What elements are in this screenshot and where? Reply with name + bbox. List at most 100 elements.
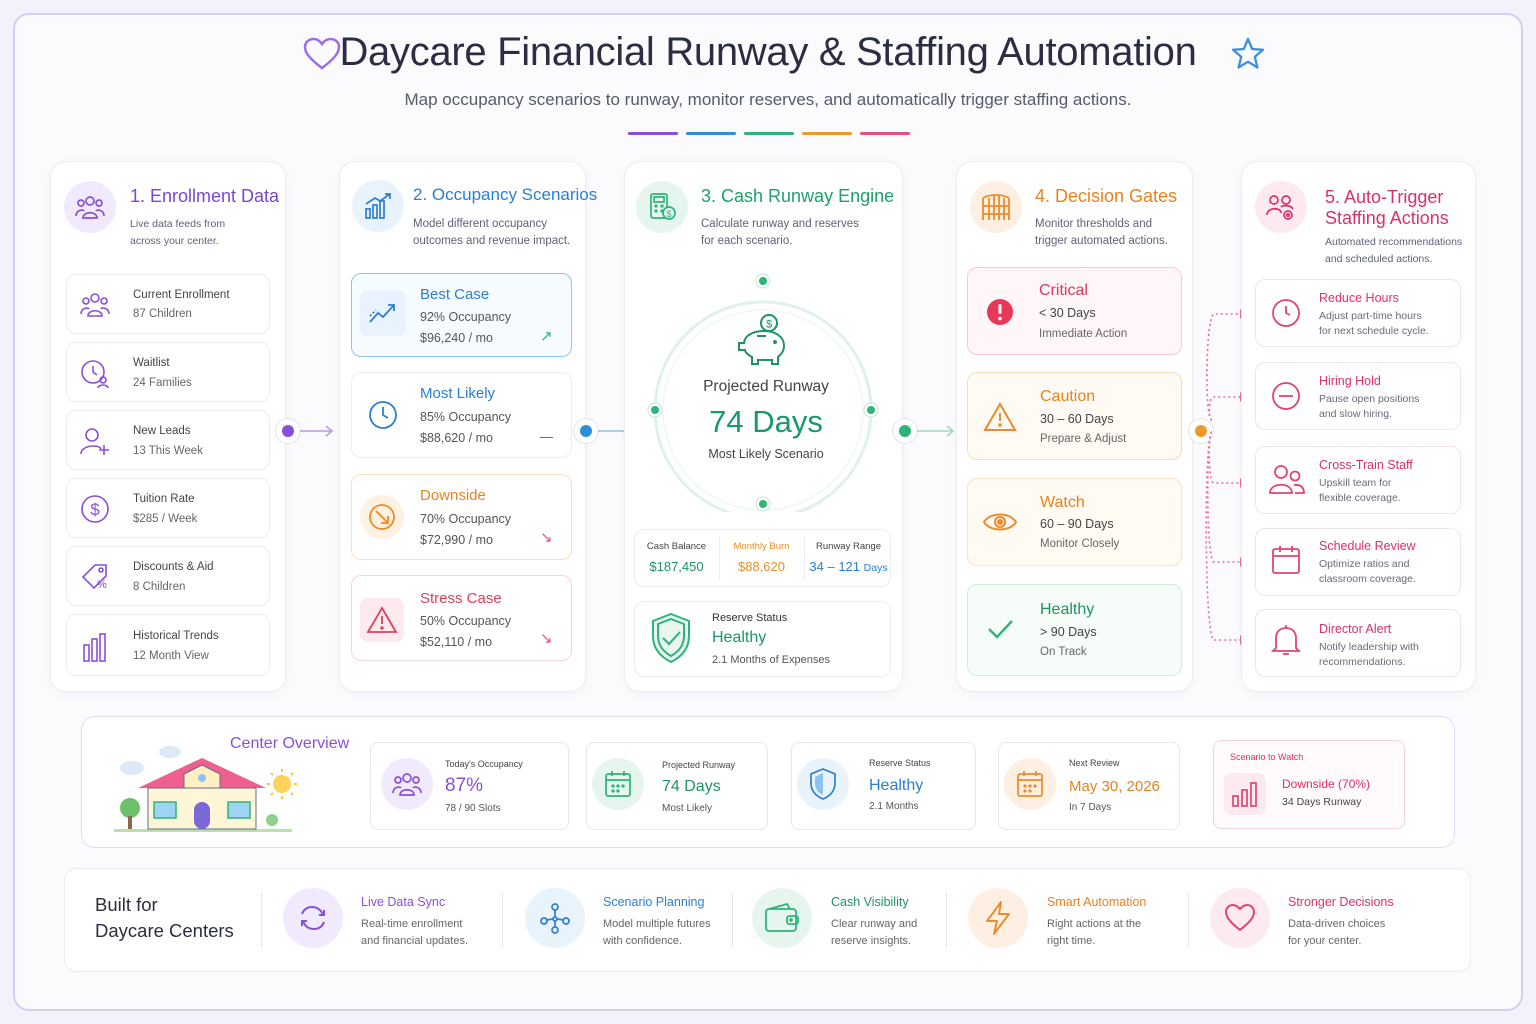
shield-check-icon — [648, 611, 694, 665]
footer-divider — [502, 893, 503, 947]
overview-title: Center Overview — [230, 735, 350, 752]
svg-text:%: % — [97, 579, 107, 591]
gates-title: 4. Decision Gates — [1035, 186, 1178, 206]
feature-desc-2: with confidence. — [603, 935, 682, 947]
dollar-icon: $ — [78, 492, 112, 526]
feature-desc-1: Model multiple futures — [603, 918, 711, 930]
scenario-card-likely[interactable] — [351, 372, 572, 458]
children-icon — [78, 290, 112, 320]
action-card[interactable] — [1255, 446, 1461, 514]
enrollment-item-name: Current Enrollment — [133, 289, 230, 301]
enrollment-item-value: 13 This Week — [133, 445, 203, 457]
feature-name: Stronger Decisions — [1288, 895, 1394, 909]
trend-down-icon — [360, 495, 404, 539]
calendar-icon — [592, 758, 644, 810]
bell-icon — [1268, 622, 1304, 658]
feature-desc-1: Real-time enrollment — [361, 918, 463, 930]
action-desc-1: Notify leadership with — [1319, 641, 1419, 653]
page-subtitle: Map occupancy scenarios to runway, monit… — [404, 90, 1132, 109]
stat-divider — [719, 536, 720, 580]
action-name: Director Alert — [1319, 622, 1392, 636]
enrollment-item[interactable] — [66, 546, 270, 606]
feature-name: Scenario Planning — [603, 895, 705, 909]
gate-action: On Track — [1040, 646, 1087, 658]
svg-text:$: $ — [666, 209, 671, 219]
gate-range: 60 – 90 Days — [1040, 517, 1114, 531]
enrollment-item-value: 12 Month View — [133, 650, 209, 662]
projected-runway-label: Projected Runway — [703, 378, 829, 395]
gate-action: Prepare & Adjust — [1040, 433, 1127, 445]
runway-range-unit: Days — [863, 562, 888, 574]
children-icon — [381, 758, 433, 810]
page-title: Daycare Financial Runway & Staffing Auto… — [339, 30, 1197, 74]
discount-tag-icon: % — [78, 560, 112, 594]
trend-arrow: ↘ — [540, 529, 553, 546]
gate-name: Critical — [1039, 282, 1088, 299]
overview-sub: In 7 Days — [1069, 802, 1112, 813]
action-name: Hiring Hold — [1319, 374, 1381, 388]
connector-node — [276, 419, 300, 443]
enrollment-item-name: Historical Trends — [133, 630, 219, 642]
runway-range-number: 34 – 121 — [809, 559, 861, 574]
enrollment-item-name: Waitlist — [133, 357, 170, 369]
add-user-icon — [78, 424, 112, 458]
enrollment-title: 1. Enrollment Data — [130, 186, 280, 206]
scenario-occupancy: 92% Occupancy — [420, 310, 512, 324]
scenario-occupancy: 85% Occupancy — [420, 410, 512, 424]
cash-balance-value: $187,450 — [649, 559, 704, 574]
trend-arrow: ↘ — [540, 630, 553, 647]
scenario-revenue: $52,110 / mo — [420, 635, 493, 649]
reserve-status-sub: 2.1 Months of Expenses — [712, 654, 831, 666]
gate-name: Caution — [1040, 388, 1096, 405]
cash-balance-label: Cash Balance — [646, 541, 707, 552]
feature-desc-1: Clear runway and — [831, 918, 918, 930]
action-card[interactable] — [1255, 609, 1461, 677]
action-desc-2: and slow hiring. — [1319, 408, 1392, 420]
runway-title: 3. Cash Runway Engine — [701, 186, 895, 206]
enrollment-item[interactable] — [66, 614, 270, 676]
enrollment-desc-1: Live data feeds from — [130, 218, 226, 230]
runway-desc-2: for each scenario. — [701, 235, 793, 247]
overview-sub: 78 / 90 Slots — [445, 803, 501, 814]
enrollment-item-value: 8 Children — [133, 581, 186, 593]
runway-range-value: 34 – 121 Days — [806, 559, 891, 574]
feature-desc-1: Right actions at the — [1047, 918, 1142, 930]
gate-name: Healthy — [1040, 601, 1095, 618]
scenario-revenue: $88,620 / mo — [420, 431, 493, 445]
warning-icon — [360, 598, 404, 642]
action-name: Schedule Review — [1319, 539, 1416, 553]
feature-name: Live Data Sync — [361, 895, 446, 909]
action-card[interactable] — [1255, 279, 1461, 347]
house-illustration — [110, 738, 300, 834]
scenario-name: Stress Case — [420, 590, 502, 607]
action-desc-1: Optimize ratios and — [1319, 558, 1410, 570]
feature-desc-1: Data-driven choices — [1288, 918, 1386, 930]
overview-value: Downside (70%) — [1282, 777, 1371, 791]
svg-text:$: $ — [766, 319, 772, 331]
team-gear-icon — [1255, 181, 1307, 233]
overview-label: Next Review — [1069, 758, 1120, 768]
gate-range: 30 – 60 Days — [1040, 412, 1114, 426]
scenario-name: Best Case — [420, 286, 490, 303]
heart-icon — [1210, 888, 1270, 948]
scenario-name: Downside — [420, 487, 486, 504]
gate-caution[interactable] — [967, 372, 1182, 460]
enrollment-item[interactable] — [66, 274, 270, 334]
scenario-occupancy: 50% Occupancy — [420, 614, 512, 628]
connector-node — [1189, 419, 1213, 443]
footer-title-1: Built for — [95, 894, 158, 915]
enrollment-item[interactable] — [66, 410, 270, 470]
action-desc-2: for next schedule cycle. — [1319, 325, 1429, 337]
footer-divider — [1188, 893, 1189, 947]
enrollment-item[interactable] — [66, 478, 270, 538]
action-name: Cross-Train Staff — [1319, 458, 1413, 472]
enrollment-item[interactable] — [66, 342, 270, 402]
family-icon — [64, 181, 116, 233]
feature-name: Cash Visibility — [831, 895, 909, 909]
feature-desc-2: reserve insights. — [831, 935, 912, 947]
calculator-icon: $ — [636, 181, 688, 233]
enrollment-item-name: Discounts & Aid — [133, 561, 214, 573]
gates-desc-1: Monitor thresholds and — [1035, 218, 1152, 230]
action-card[interactable] — [1255, 528, 1461, 596]
footer-title-2: Daycare Centers — [95, 920, 234, 941]
